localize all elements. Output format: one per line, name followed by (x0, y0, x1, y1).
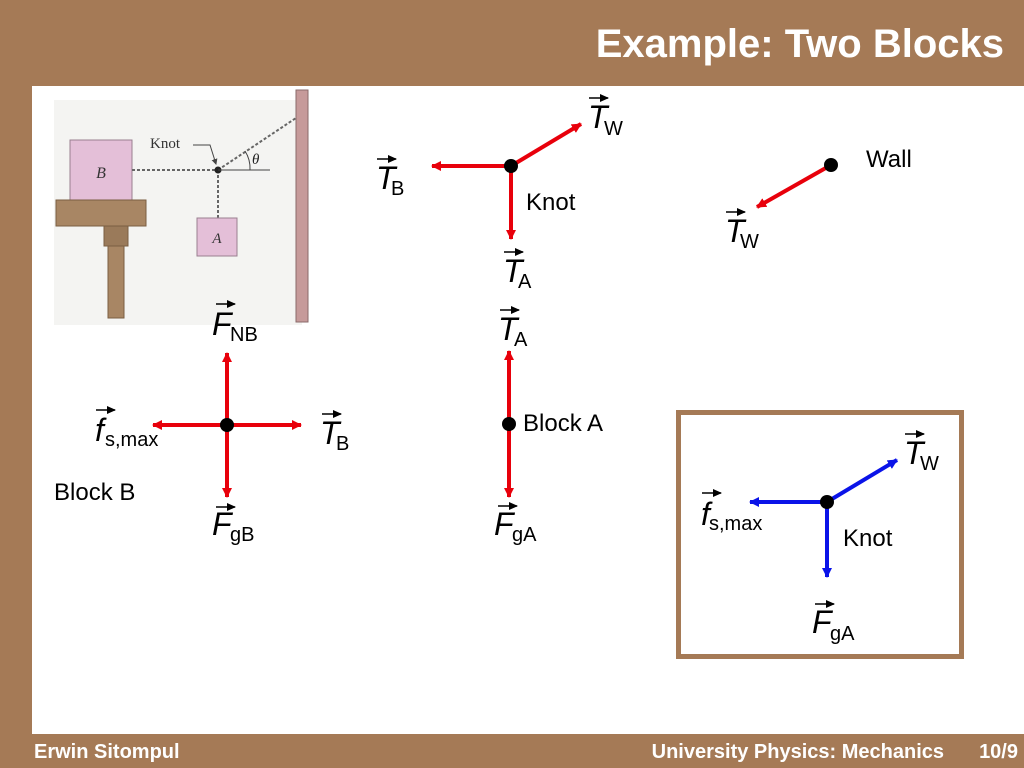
tb-symbol: T (376, 160, 398, 196)
inset-fsmax-subscript: s,max (709, 513, 762, 535)
tb-label: T B (376, 155, 404, 200)
angle-arc (244, 150, 251, 171)
rope-to-wall (217, 117, 297, 171)
knot-figure-label: Knot (150, 136, 181, 152)
fnb-symbol: F (212, 306, 234, 342)
table-neck (103, 225, 129, 247)
content-area: B θ Knot A Knot T W T B (32, 86, 1024, 734)
fsmax-subscript: s,max (105, 429, 158, 451)
inset-tw-label: T W (904, 430, 939, 475)
ta-block-subscript: A (514, 329, 528, 351)
tb-block-label: T B (320, 410, 349, 455)
fga-subscript: gA (512, 524, 537, 546)
ta-block-label: T A (498, 306, 528, 351)
tw-label: T W (588, 94, 623, 140)
free-body-diagrams: B θ Knot A Knot T W T B (54, 89, 964, 659)
wall (295, 89, 309, 323)
fga-symbol: F (494, 506, 516, 542)
block-b-fbd: Block B F NB F gB f s,max T B (54, 300, 349, 546)
inset-tw-symbol: T (904, 435, 926, 471)
wall-tension-arrow (756, 163, 832, 209)
fnb-subscript: NB (230, 324, 258, 346)
wall-tw-subscript: W (740, 231, 759, 253)
fgb-label: F gB (212, 503, 254, 546)
knot-fbd: Knot T W T B T A (376, 94, 623, 293)
fgb-symbol: F (212, 506, 234, 542)
knot-pointer (193, 144, 218, 165)
block-b-figure-label: B (96, 165, 106, 182)
tw-subscript: W (604, 118, 623, 140)
theta-label: θ (252, 152, 260, 168)
wall-fbd: Wall T W (725, 146, 912, 253)
ta-label: T A (503, 248, 532, 293)
wall-label: Wall (866, 146, 912, 173)
block-a-fbd: Block A T A F gA (494, 306, 603, 546)
inset-frame (676, 410, 964, 659)
wall-dot (824, 158, 838, 172)
block-a-dot (502, 417, 516, 431)
knot-label: Knot (526, 189, 576, 216)
tb-block-subscript: B (336, 433, 349, 455)
inset-fga-symbol: F (812, 604, 834, 640)
fnb-label: F NB (212, 300, 258, 346)
fga-label: F gA (494, 502, 537, 546)
block-a-label: Block A (523, 410, 603, 437)
block-b-label: Block B (54, 479, 135, 506)
ta-subscript: A (518, 271, 532, 293)
inset-knot-dot (820, 495, 834, 509)
setup-figure: B θ Knot A (54, 89, 309, 325)
table-leg (107, 245, 125, 319)
slide-title: Example: Two Blocks (595, 22, 1004, 66)
tb-block-symbol: T (320, 415, 342, 451)
footer-course: University Physics: Mechanics (651, 741, 944, 763)
ta-symbol: T (503, 253, 525, 289)
block-b (69, 139, 133, 203)
table-top (55, 199, 147, 227)
inset-tw-subscript: W (920, 453, 939, 475)
inset-fga-subscript: gA (830, 623, 855, 645)
block-a-figure-label: A (211, 231, 222, 247)
wall-tw-label: T W (725, 208, 759, 253)
block-b-dot (220, 418, 234, 432)
block-a (196, 217, 238, 257)
knot-dot (504, 159, 518, 173)
footer-author: Erwin Sitompul (34, 741, 180, 763)
wall-tw-symbol: T (725, 213, 747, 249)
fgb-subscript: gB (230, 524, 254, 546)
ta-block-symbol: T (498, 311, 520, 347)
page-number: 10/9 (979, 741, 1018, 763)
tension-w-arrow (509, 122, 583, 168)
inset-tension-w-arrow (825, 458, 899, 504)
combined-fbd-inset: Knot T W f s,max F gA (676, 410, 964, 659)
inset-knot-label: Knot (843, 525, 893, 552)
fsmax-label: f s,max (95, 406, 158, 451)
inset-fga-label: F gA (812, 600, 855, 645)
tw-symbol: T (588, 99, 610, 135)
tb-subscript: B (391, 178, 404, 200)
